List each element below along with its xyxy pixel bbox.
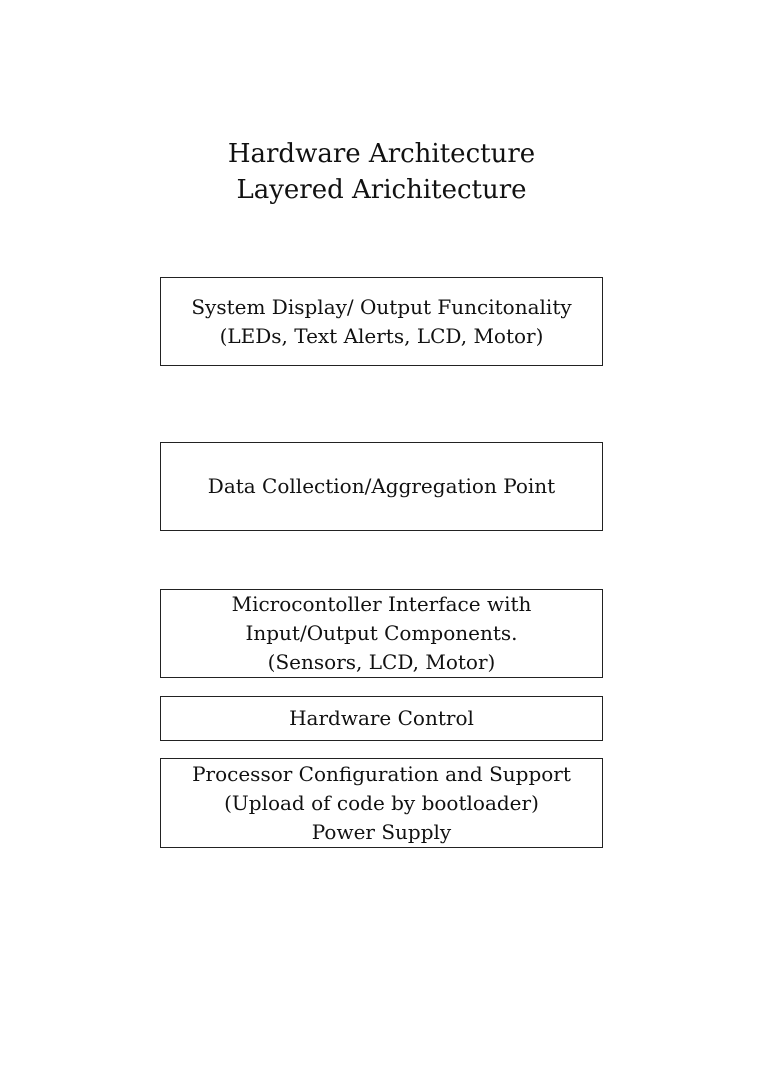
layer-text-line: Input/Output Components. bbox=[245, 621, 518, 645]
layer-text-line: (Sensors, LCD, Motor) bbox=[267, 650, 496, 674]
layer-text-line: System Display/ Output Funcitonality bbox=[191, 294, 572, 319]
title-line-1: Hardware Architecture bbox=[227, 139, 536, 169]
layer-text-line: Hardware Control bbox=[289, 706, 474, 730]
layer-hardware-control: Hardware Control bbox=[160, 696, 603, 741]
diagram-title: Hardware Architecture Layered Arichitect… bbox=[0, 136, 763, 208]
layer-data-collection: Data Collection/Aggregation Point bbox=[160, 442, 603, 531]
layer-text-line: Data Collection/Aggregation Point bbox=[207, 474, 556, 498]
layer-text-line: (Upload of code by bootloader) bbox=[224, 790, 539, 815]
layer-output-functionality: System Display/ Output Funcitonality (LE… bbox=[160, 277, 603, 366]
layer-text-line: Microcontoller Interface with bbox=[231, 592, 532, 616]
layer-microcontroller-interface: Microcontoller Interface with Input/Outp… bbox=[160, 589, 603, 678]
layer-processor-configuration: Processor Configuration and Support (Upl… bbox=[160, 758, 603, 848]
layer-text-line: Processor Configuration and Support bbox=[192, 761, 571, 786]
layer-text-line: Power Supply bbox=[311, 819, 452, 844]
title-line-2: Layered Arichitecture bbox=[236, 175, 527, 205]
layer-text-line: (LEDs, Text Alerts, LCD, Motor) bbox=[219, 323, 544, 348]
